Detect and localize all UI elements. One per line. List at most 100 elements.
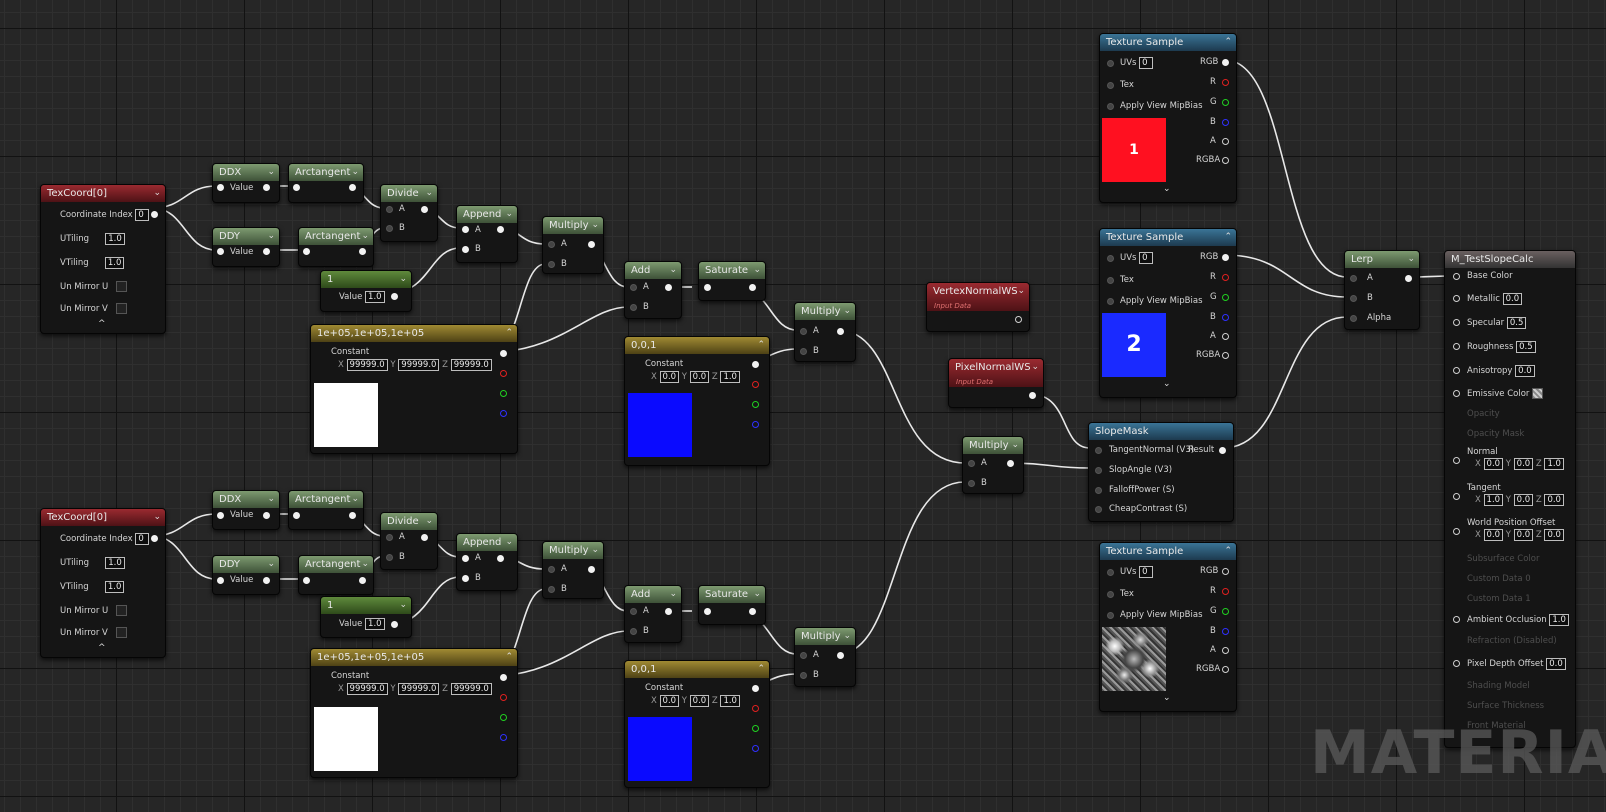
- input-pin[interactable]: [1453, 319, 1460, 326]
- input-pin[interactable]: [1095, 506, 1102, 513]
- input-pin-a[interactable]: [630, 608, 637, 615]
- chevron-down-icon[interactable]: ⌄: [669, 589, 677, 599]
- chevron-down-icon[interactable]: ⌄: [399, 600, 407, 610]
- output-pin-rgb[interactable]: [1222, 568, 1229, 575]
- unmirror-v-checkbox[interactable]: [115, 627, 127, 638]
- unmirror-u-checkbox[interactable]: [116, 281, 128, 292]
- ao-field[interactable]: 1.0: [1549, 614, 1569, 626]
- input-pin-b[interactable]: [462, 246, 469, 253]
- chevron-down-icon[interactable]: ⌄: [1163, 184, 1171, 194]
- texcoord-header[interactable]: TexCoord[0]⌄: [41, 509, 165, 526]
- output-pin-b[interactable]: [752, 421, 759, 428]
- input-pin[interactable]: [1107, 103, 1114, 110]
- input-pin[interactable]: [1453, 367, 1460, 374]
- output-pin[interactable]: [359, 577, 366, 584]
- input-pin[interactable]: [217, 248, 224, 255]
- slopemask-node[interactable]: SlopeMask TangentNormal (V3) Result Slop…: [1088, 422, 1234, 522]
- wpo-z-field[interactable]: 0.0: [1544, 529, 1564, 541]
- arctangent-node[interactable]: Arctangent⌄: [298, 555, 374, 595]
- scalar-value-field[interactable]: 1.0: [365, 618, 385, 630]
- chevron-down-icon[interactable]: ⌄: [1017, 286, 1025, 296]
- output-pin-g[interactable]: [752, 725, 759, 732]
- input-pin-b[interactable]: [630, 304, 637, 311]
- divide-node[interactable]: Divide⌄ A B: [380, 184, 438, 242]
- arctangent-node[interactable]: Arctangent⌄: [288, 490, 364, 530]
- input-pin[interactable]: [303, 248, 310, 255]
- output-pin[interactable]: [391, 621, 398, 628]
- chevron-down-icon[interactable]: ⌄: [1407, 254, 1415, 264]
- z-field[interactable]: 99999.0: [450, 683, 492, 695]
- output-pin-rgb[interactable]: [500, 350, 507, 357]
- input-pin-b[interactable]: [968, 480, 975, 487]
- y-field[interactable]: 99999.0: [398, 359, 440, 371]
- chevron-down-icon[interactable]: ⌄: [1031, 362, 1039, 372]
- uvs-field[interactable]: 0: [1139, 252, 1154, 264]
- collapse-icon[interactable]: ^: [98, 643, 106, 653]
- y-field[interactable]: 0.0: [689, 371, 710, 383]
- input-pin-a[interactable]: [630, 284, 637, 291]
- input-pin[interactable]: [1107, 82, 1114, 89]
- saturate-node[interactable]: Saturate⌄: [698, 261, 766, 301]
- input-pin[interactable]: [1453, 660, 1460, 667]
- input-pin[interactable]: [1107, 255, 1114, 262]
- input-pin-a[interactable]: [386, 534, 393, 541]
- utiling-field[interactable]: 1.0: [105, 557, 125, 569]
- output-pin-a[interactable]: [1222, 333, 1229, 340]
- output-pin-b[interactable]: [500, 410, 507, 417]
- vector-constant-node[interactable]: 1e+05,1e+05,1e+05⌃ Constant X 99999.0 Y …: [310, 648, 518, 778]
- output-pin-rgb[interactable]: [1222, 59, 1229, 66]
- input-pin[interactable]: [1453, 390, 1460, 397]
- wpo-y-field[interactable]: 0.0: [1513, 529, 1534, 541]
- coordinate-index-field[interactable]: 0: [135, 533, 150, 545]
- input-pin[interactable]: [1095, 467, 1102, 474]
- divide-node[interactable]: Divide⌄ A B: [380, 512, 438, 570]
- output-pin-b[interactable]: [1222, 314, 1229, 321]
- output-pin-r[interactable]: [752, 705, 759, 712]
- output-pin-rgba[interactable]: [1222, 352, 1229, 359]
- chevron-down-icon[interactable]: ⌄: [351, 167, 359, 177]
- chevron-up-icon[interactable]: ⌃: [1224, 546, 1232, 556]
- pdo-field[interactable]: 0.0: [1546, 658, 1566, 670]
- chevron-up-icon[interactable]: ⌃: [757, 664, 765, 674]
- input-pin-a[interactable]: [462, 555, 469, 562]
- output-pin-r[interactable]: [752, 381, 759, 388]
- output-pin-rgba[interactable]: [1222, 666, 1229, 673]
- output-pin[interactable]: [665, 608, 672, 615]
- output-pin-b[interactable]: [1222, 119, 1229, 126]
- output-pin[interactable]: [1405, 275, 1412, 282]
- output-pin[interactable]: [421, 534, 428, 541]
- output-pin[interactable]: [151, 535, 158, 542]
- texture-sample-node[interactable]: Texture Sample⌃ UVs 0 Tex Apply View Mip…: [1099, 228, 1237, 398]
- scalar-constant-node[interactable]: 1⌄ Value 1.0: [320, 596, 412, 638]
- input-pin-a[interactable]: [968, 460, 975, 467]
- input-pin[interactable]: [1107, 60, 1114, 67]
- chevron-down-icon[interactable]: ⌄: [843, 631, 851, 641]
- wpo-x-field[interactable]: 0.0: [1483, 529, 1504, 541]
- output-pin[interactable]: [1029, 392, 1036, 399]
- texcoord-header[interactable]: TexCoord[0]⌄: [41, 185, 165, 202]
- input-pin[interactable]: [1107, 591, 1114, 598]
- chevron-down-icon[interactable]: ⌄: [361, 559, 369, 569]
- output-pin[interactable]: [837, 652, 844, 659]
- output-pin[interactable]: [588, 241, 595, 248]
- normal-y-field[interactable]: 0.0: [1513, 458, 1534, 470]
- metallic-field[interactable]: 0.0: [1502, 293, 1523, 305]
- multiply-node[interactable]: Multiply⌄ A B: [962, 436, 1024, 494]
- lerp-node[interactable]: Lerp⌄ A B Alpha: [1344, 250, 1420, 330]
- input-pin[interactable]: [293, 184, 300, 191]
- x-field[interactable]: 99999.0: [346, 683, 388, 695]
- input-pin[interactable]: [1107, 612, 1114, 619]
- input-pin[interactable]: [1107, 277, 1114, 284]
- ddy-node[interactable]: DDY⌄ Value: [212, 227, 280, 267]
- input-pin[interactable]: [1453, 343, 1460, 350]
- input-pin-a[interactable]: [462, 226, 469, 233]
- chevron-down-icon[interactable]: ⌄: [843, 306, 851, 316]
- chevron-up-icon[interactable]: ⌃: [1224, 37, 1232, 47]
- chevron-down-icon[interactable]: ⌄: [399, 274, 407, 284]
- x-field[interactable]: 99999.0: [346, 359, 388, 371]
- chevron-down-icon[interactable]: ⌄: [153, 188, 161, 198]
- input-pin[interactable]: [303, 577, 310, 584]
- chevron-down-icon[interactable]: ⌄: [425, 516, 433, 526]
